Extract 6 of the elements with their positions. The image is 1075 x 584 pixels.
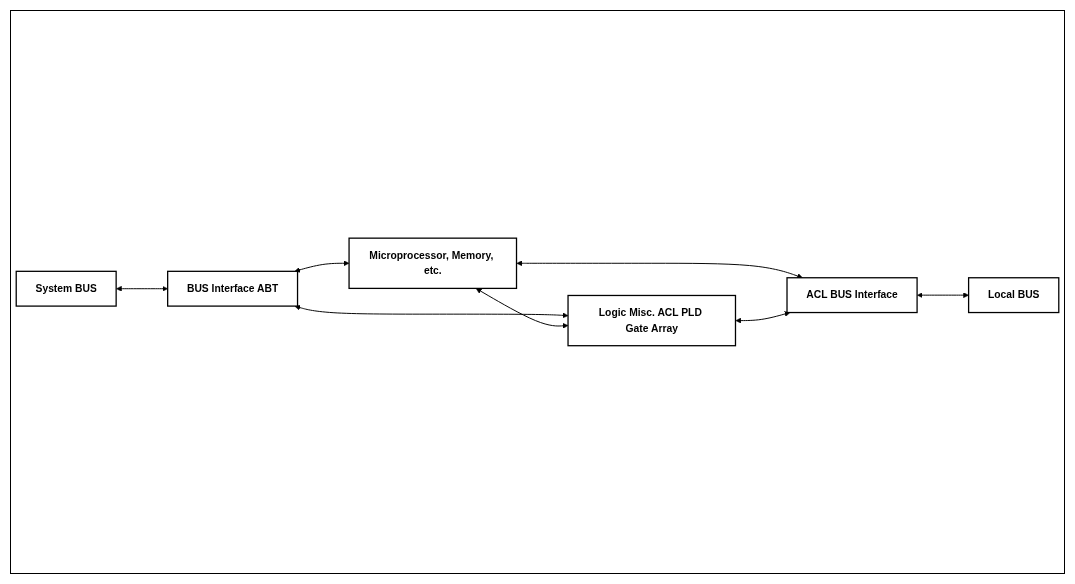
node-box: ACL BUS Interface: [786, 277, 918, 314]
node-box: BUS Interface ABT: [167, 270, 299, 307]
node-box: System BUS: [15, 270, 117, 307]
node-box: Microprocessor, Memory, etc.: [348, 237, 518, 290]
node-box: Local BUS: [967, 277, 1060, 314]
node-box: Logic Misc. ACL PLD Gate Array: [567, 294, 737, 347]
